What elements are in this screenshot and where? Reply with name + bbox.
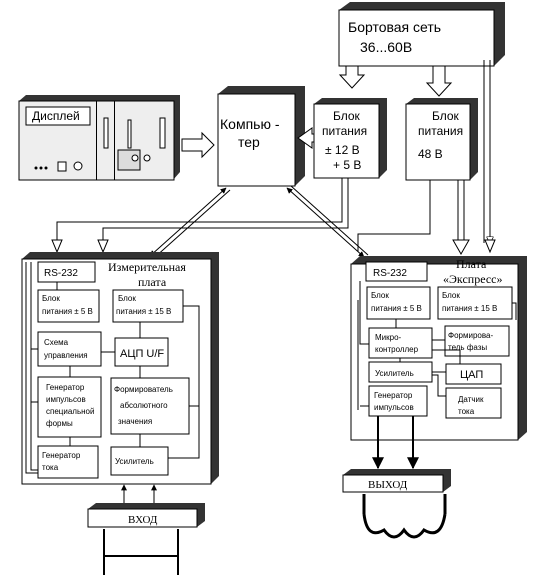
meas-absval-label-3: значения (118, 417, 152, 426)
express-board: Плата «Экспресс» RS-232 Блок питания ± 5… (350, 256, 527, 441)
computer-meas-link (149, 187, 227, 257)
computer-block: Компью - тер (217, 86, 305, 187)
supply-to-psu12-arrow (338, 65, 366, 89)
express-phase-label-2: тель фазы (448, 343, 487, 352)
express-rs232: RS-232 (373, 268, 407, 279)
psu-48v-block: Блок питания 48 В (405, 98, 478, 181)
express-title-2: «Экспресс» (443, 272, 502, 286)
psu12-label-3: ± 12 В (325, 143, 360, 157)
supply-voltage: 36...60В (360, 39, 412, 55)
express-pulse-label-1: Генератор (374, 391, 413, 400)
psu12-label-1: Блок (333, 109, 361, 123)
express-psu5-label-2: питания ± 5 В (371, 304, 422, 313)
meas-rs232: RS-232 (44, 268, 78, 279)
power-bus (56, 178, 465, 252)
supply-to-psu48-arrow (425, 65, 453, 97)
express-pulse-label-2: импульсов (374, 403, 414, 412)
input-label: ВХОД (128, 514, 158, 526)
psu12-to-computer-arrow (297, 127, 315, 149)
psu12-label-4: + 5 В (333, 158, 361, 172)
output-connector: ВЫХОД (342, 469, 451, 493)
express-amp: Усилитель (375, 369, 414, 378)
meas-ctrl-label-2: управления (44, 351, 88, 360)
meas-psu5-label-1: Блок (42, 294, 60, 303)
measurement-board: Измерительная плата RS-232 Блок питания … (21, 252, 219, 485)
onboard-supply-block: Бортовая сеть 36...60В (338, 2, 505, 67)
express-sensor-label-2: тока (458, 407, 475, 416)
meas-pulse-label-2: импульсов (46, 395, 86, 404)
meas-psu5-label-2: питания ± 5 В (42, 307, 93, 316)
meas-title-2: плата (138, 275, 167, 289)
express-psu15-label-1: Блок (442, 291, 460, 300)
express-sensor-label-1: Датчик (458, 395, 484, 404)
display-label: Дисплей (32, 109, 80, 123)
meas-absval-label-2: абсолютного (120, 401, 168, 410)
meas-psu15-label-2: питания ± 15 В (116, 307, 171, 316)
meas-amp: Усилитель (115, 457, 154, 466)
express-psu5-label-1: Блок (371, 291, 389, 300)
psu48-label-2: питания (418, 124, 463, 138)
express-title-1: Плата (456, 257, 487, 271)
input-connector: ВХОД (87, 503, 205, 528)
meas-ctrl-label-1: Схема (44, 338, 69, 347)
meas-adc: АЦП U/F (120, 348, 164, 360)
express-mcu-label-1: Микро- (375, 333, 402, 342)
psu48-label-1: Блок (432, 109, 460, 123)
meas-pulse-label-3: специальной (46, 407, 94, 416)
meas-pulse-label-1: Генератор (46, 383, 85, 392)
computer-label-1: Компью - (220, 116, 280, 132)
express-phase-label-1: Формирова- (448, 331, 493, 340)
psu12-label-2: питания (322, 124, 367, 138)
meas-curgen-label-2: тока (42, 463, 59, 472)
computer-express-link (286, 187, 365, 258)
computer-label-2: тер (238, 134, 260, 150)
meas-pulse-label-4: формы (46, 419, 73, 428)
psu-12v-block: Блок питания ± 12 В + 5 В (313, 98, 387, 179)
psu48-label-3: 48 В (418, 147, 443, 161)
meas-absval-label-1: Формирователь (114, 385, 173, 394)
meas-psu15-label-1: Блок (118, 294, 136, 303)
output-label: ВЫХОД (368, 479, 408, 491)
display-to-computer-arrow (181, 131, 215, 159)
display-unit: Дисплей (18, 95, 180, 181)
express-dac: ЦАП (460, 369, 483, 381)
output-coil-icon (362, 494, 447, 539)
meas-title-1: Измерительная (108, 260, 186, 274)
input-leads (103, 529, 179, 575)
supply-title: Бортовая сеть (348, 19, 441, 35)
express-mcu-label-2: контроллер (375, 345, 419, 354)
meas-curgen-label-1: Генератор (42, 451, 81, 460)
express-psu15-label-2: питания ± 15 В (442, 304, 497, 313)
